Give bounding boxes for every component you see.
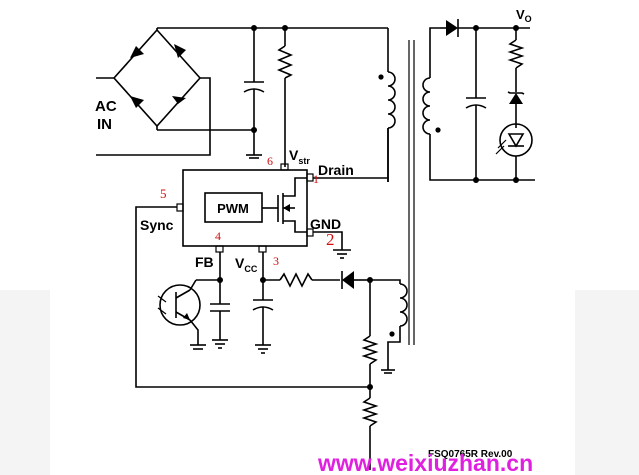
pin-number-1: 1 (313, 172, 319, 186)
ic-ground (313, 231, 351, 259)
document-reference: FSQ0765R Rev.00 (428, 449, 513, 460)
pin-sync (176, 203, 184, 212)
ac-label: AC (95, 98, 117, 115)
drain-wire (313, 177, 389, 182)
optocoupler-led (495, 123, 533, 183)
pin-number-5: 5 (160, 186, 167, 201)
vstr-label: Vstr (289, 147, 310, 166)
pin-number-2: 2 (326, 230, 335, 249)
drain-label: Drain (318, 162, 354, 178)
feedback-resistor-zener (507, 28, 525, 128)
pin-number-6: 6 (267, 154, 273, 168)
pin-vcc (258, 245, 267, 253)
startup-resistor (276, 28, 294, 167)
pin-number-4: 4 (215, 229, 221, 243)
background-panel-right (575, 290, 639, 475)
gnd-label: GND (310, 216, 341, 232)
controller-ic: PWM (176, 163, 314, 253)
sync-wire (135, 206, 370, 388)
pin-vstr (280, 163, 289, 171)
optocoupler-transistor (157, 279, 206, 350)
transformer (370, 27, 535, 374)
pin-fb (215, 245, 224, 253)
output-capacitor (465, 28, 487, 183)
sync-label: Sync (140, 217, 174, 233)
output-rectifier (440, 19, 530, 37)
vcc-network (252, 252, 373, 354)
vcc-label: VCC (235, 255, 258, 274)
bridge-rectifier (96, 27, 254, 156)
pwm-label: PWM (217, 201, 249, 216)
sync-divider (361, 280, 379, 470)
in-label: IN (97, 116, 112, 133)
bulk-capacitor (243, 28, 265, 159)
pin-number-3: 3 (273, 254, 279, 268)
vo-label: VO (516, 7, 532, 24)
background-panel-left (0, 290, 50, 475)
fb-network (196, 252, 230, 349)
watermark-text: www.weixiuzhan.cn (317, 450, 533, 475)
fb-label: FB (195, 254, 214, 270)
